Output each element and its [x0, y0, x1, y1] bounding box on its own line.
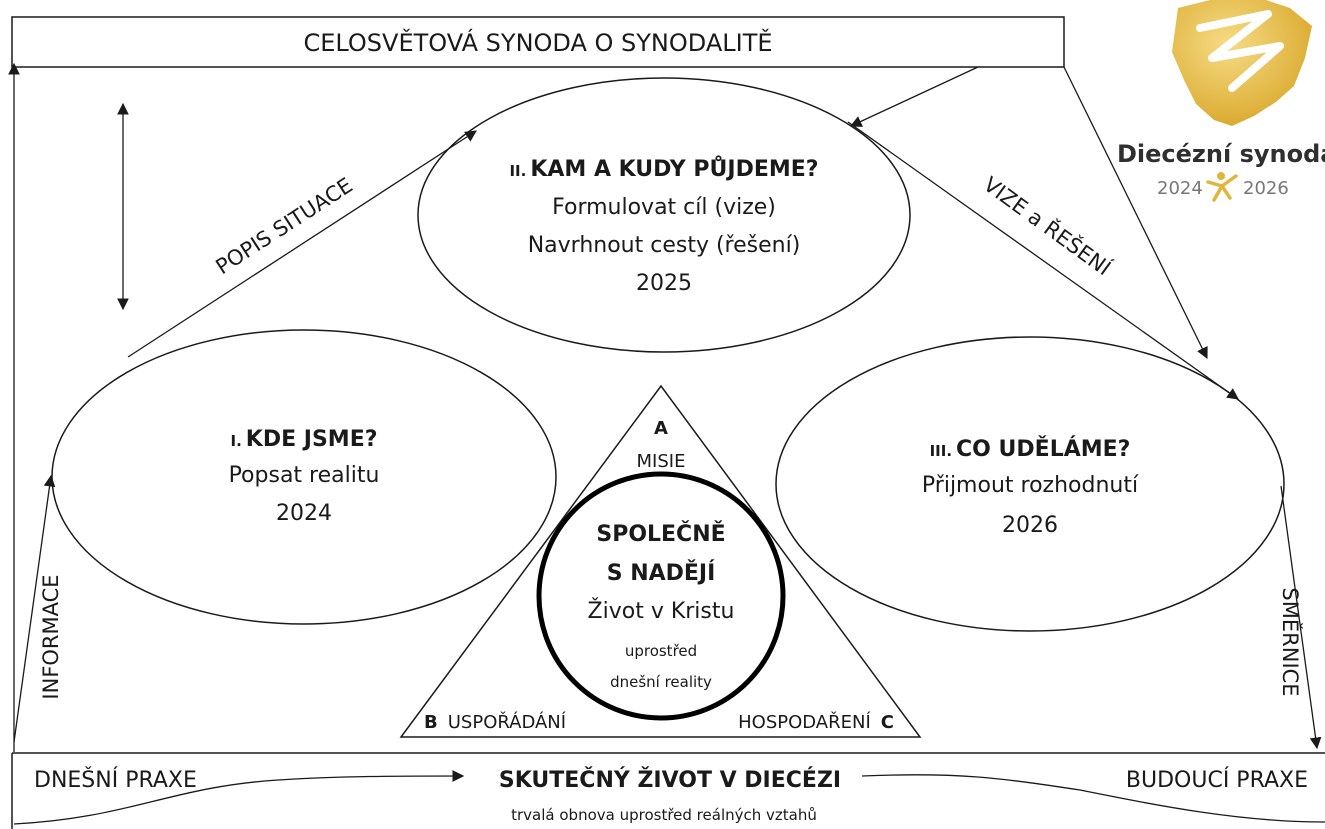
logo-title: Diecézní synoda — [1117, 140, 1325, 168]
step-one-numeral: I. — [231, 432, 242, 450]
step-one-heading: I.KDE JSME? — [231, 427, 378, 452]
logo-figure-icon — [1206, 172, 1238, 202]
step-three-numeral: III. — [930, 442, 952, 460]
arrow-popis — [127, 130, 477, 358]
step-one-title: KDE JSME? — [246, 427, 378, 452]
bottom-flow-curve-right — [861, 774, 1325, 823]
arrow-smernice — [1280, 485, 1322, 750]
triangle-b-letter: B — [424, 712, 438, 733]
arrow-top-to-two — [849, 66, 979, 127]
bottom-flow-curve-left — [13, 770, 465, 825]
center-circle — [536, 471, 786, 721]
step-three-ellipse — [775, 336, 1285, 632]
step-one-line1: Popsat realitu — [229, 463, 380, 488]
triangle-b: B USPOŘÁDÁNÍ — [424, 711, 566, 733]
arrow-vize — [847, 121, 1239, 400]
center-line5: dnešní reality — [610, 673, 712, 691]
bottom-right-label: BUDOUCÍ PRAXE — [1126, 767, 1308, 793]
step-two-title: KAM A KUDY PŮJDEME? — [530, 156, 818, 182]
logo-year-end: 2026 — [1243, 178, 1289, 199]
center-line3: Život v Kristu — [588, 598, 735, 624]
step-three-title: CO UDĚLÁME? — [956, 436, 1130, 462]
triangle-a-letter: A — [654, 418, 668, 439]
top-banner-title: CELOSVĚTOVÁ SYNODA O SYNODALITĚ — [303, 28, 772, 57]
triangle-c: HOSPODAŘENÍ C — [738, 711, 894, 733]
triangle-c-letter: C — [881, 712, 894, 733]
triangle-c-label: HOSPODAŘENÍ — [738, 711, 871, 733]
label-smernice: SMĚRNICE — [1278, 587, 1303, 696]
center-line1: SPOLEČNĚ — [596, 521, 725, 547]
logo-map-shape — [1172, 0, 1312, 126]
step-two-numeral: II. — [509, 162, 526, 180]
step-three-heading: III.CO UDĚLÁME? — [930, 436, 1131, 462]
bottom-left-label: DNEŠNÍ PRAXE — [34, 767, 197, 793]
step-three-line1: Přijmout rozhodnutí — [922, 473, 1139, 498]
step-one-year: 2024 — [276, 501, 332, 526]
triangle-a-label: MISIE — [637, 451, 686, 472]
center-line2: S NADĚJÍ — [607, 560, 716, 586]
center-line4: uprostřed — [625, 642, 697, 660]
triangle-b-label: USPOŘÁDÁNÍ — [448, 711, 566, 733]
step-two-line1: Formulovat cíl (vize) — [552, 195, 776, 220]
top-banner-box — [11, 16, 1065, 68]
step-two-year: 2025 — [636, 271, 692, 296]
logo-year-start: 2024 — [1157, 178, 1203, 199]
label-informace: INFORMACE — [39, 574, 63, 699]
arrow-top-to-three — [1063, 66, 1208, 360]
step-three-year: 2026 — [1002, 513, 1058, 538]
logo-path-icon — [1196, 10, 1284, 92]
arrow-informace — [13, 474, 56, 743]
bottom-subtitle: trvalá obnova uprostřed reálných vztahů — [511, 806, 817, 824]
bottom-center-title: SKUTEČNÝ ŽIVOT V DIECÉZI — [499, 767, 841, 793]
step-two-line2: Navrhnout cesty (řešení) — [528, 233, 801, 258]
label-popis-situace: POPIS SITUACE — [212, 173, 357, 279]
step-two-heading: II.KAM A KUDY PŮJDEME? — [509, 156, 818, 182]
step-two-ellipse — [417, 77, 911, 353]
diocese-logo: Diecézní synoda 2024 2026 — [1117, 0, 1325, 202]
